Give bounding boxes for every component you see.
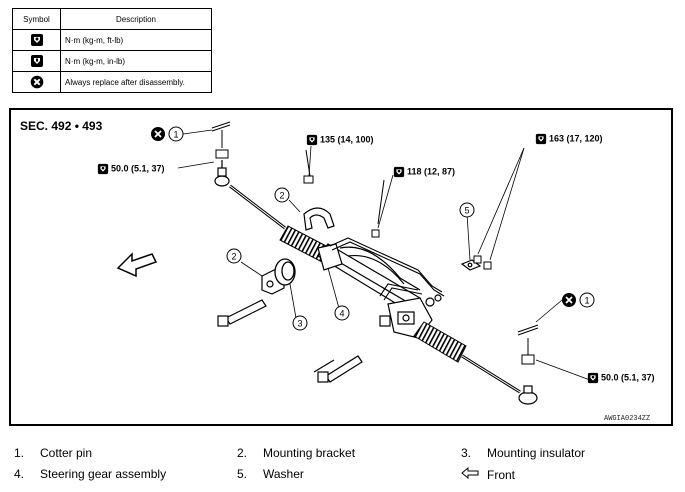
torque-ftlb-icon	[535, 133, 547, 145]
legend-item: 5. Washer	[237, 467, 304, 481]
legend-number: 2.	[237, 446, 248, 460]
legend-label: Mounting bracket	[263, 446, 356, 460]
section-title: SEC. 492 • 493	[20, 119, 103, 133]
left-tie-rod-end	[214, 160, 286, 230]
torque-value: 135 (14, 100)	[320, 134, 374, 145]
fluid-lines	[329, 237, 445, 301]
callout-1: 1	[584, 296, 589, 306]
lower-left-bolt	[217, 299, 267, 327]
legend-number: 4.	[14, 467, 25, 481]
symbol-table-header: Symbol Description	[12, 8, 212, 30]
symbol-table: Symbol Description N·m (kg-m, ft-lb) N·m…	[12, 8, 212, 93]
symbol-row: Always replace after disassembly.	[12, 71, 212, 93]
symbol-row: N·m (kg-m, ft-lb)	[12, 29, 212, 51]
callout-5: 5	[464, 206, 469, 216]
left-cotter-pin	[211, 121, 231, 159]
front-arrow-icon	[116, 252, 158, 278]
legend-label: Front	[487, 468, 516, 482]
art-code: AWGIA0234ZZ	[604, 415, 651, 423]
legend-item: 1. Cotter pin	[14, 446, 92, 460]
torque-ftlb-icon	[30, 34, 43, 46]
torque-inlb-icon	[30, 55, 43, 67]
lower-long-bolt	[313, 355, 363, 383]
torque-ftlb-icon	[587, 372, 599, 384]
insulator-bolt	[371, 179, 385, 238]
torque-ftlb-icon	[393, 166, 405, 178]
always-replace-icon	[151, 127, 165, 141]
legend-item: 2. Mounting bracket	[237, 446, 355, 460]
leader-lines	[177, 129, 591, 381]
torque-label-gear-bolt: 163 (17, 120)	[535, 133, 603, 145]
bracket-bolt	[303, 149, 314, 184]
callout-1: 1	[173, 130, 178, 140]
front-arrow-icon	[461, 466, 479, 480]
torque-value: 50.0 (5.1, 37)	[111, 163, 165, 174]
rack-housing	[317, 243, 421, 313]
callout-circles	[168, 126, 595, 331]
gear-nuts	[473, 255, 492, 270]
torque-value: 50.0 (5.1, 37)	[601, 372, 655, 383]
torque-value: 163 (17, 120)	[549, 133, 603, 144]
torque-label-tie-rod-right: 50.0 (5.1, 37)	[587, 372, 655, 384]
torque-ftlb-icon	[306, 134, 318, 146]
callout-2: 2	[279, 191, 284, 201]
legend-label: Washer	[263, 467, 304, 481]
torque-label-bracket-bolt: 135 (14, 100)	[306, 134, 374, 146]
torque-label-insulator-bolt: 118 (12, 87)	[393, 166, 455, 178]
torque-ftlb-icon	[97, 163, 109, 175]
symbol-description: Always replace after disassembly.	[60, 71, 212, 93]
upper-mounting-bracket	[303, 207, 335, 231]
right-cotter-pin	[517, 324, 539, 365]
mounting-insulator	[274, 258, 296, 286]
diagram-frame	[9, 108, 673, 426]
always-replace-icon	[30, 75, 43, 89]
callout-4: 4	[339, 309, 344, 319]
legend-item: 3. Mounting insulator	[461, 446, 585, 460]
legend-item: 4. Steering gear assembly	[14, 467, 166, 481]
always-replace-icon	[562, 293, 576, 307]
legend-label: Steering gear assembly	[40, 467, 167, 481]
legend-number: 5.	[237, 467, 248, 481]
callout-2: 2	[231, 252, 236, 262]
callout-3: 3	[297, 319, 302, 329]
right-bellows-boot	[413, 321, 467, 363]
washer	[460, 259, 482, 271]
legend-item: Front	[461, 466, 516, 482]
legend-number: 1.	[14, 446, 25, 460]
symbol-row: N·m (kg-m, in-lb)	[12, 50, 212, 72]
legend-label: Mounting insulator	[487, 446, 586, 460]
torque-label-tie-rod-left: 50.0 (5.1, 37)	[97, 163, 165, 175]
torque-value: 118 (12, 87)	[407, 166, 456, 177]
right-tie-rod-end	[461, 354, 538, 405]
legend-label: Cotter pin	[40, 446, 93, 460]
legend-number: 3.	[461, 446, 472, 460]
